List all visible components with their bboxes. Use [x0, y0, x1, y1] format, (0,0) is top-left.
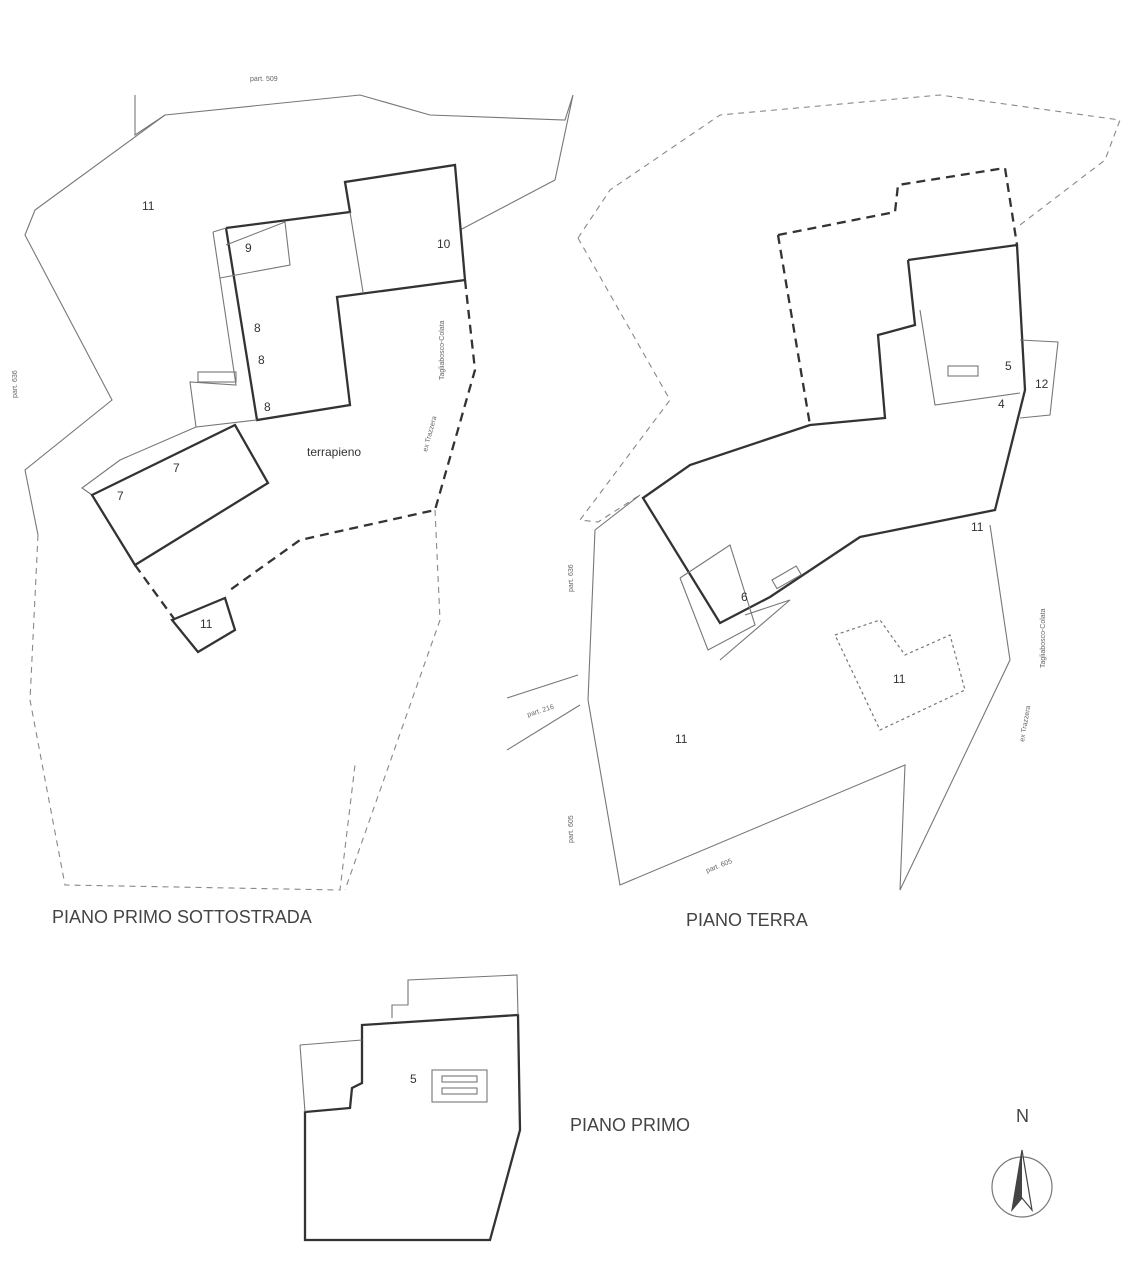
room-12 [1019, 339, 1059, 419]
label-room-4: 4 [998, 397, 1005, 411]
parcel-label: part. 605 [705, 858, 733, 875]
label-room-12: 12 [1035, 377, 1049, 391]
room-9 [219, 221, 291, 279]
label-room-11: 11 [971, 520, 984, 534]
label-area-11: 11 [893, 672, 906, 686]
label-room-7: 7 [117, 489, 124, 503]
stair [431, 1069, 488, 1103]
label-room-5: 5 [410, 1072, 417, 1086]
label-room-9: 9 [245, 241, 252, 255]
road-label: ex Trazzera [1019, 705, 1032, 742]
terrapieno-boundary [229, 279, 477, 591]
plan-title-first: PIANO PRIMO [570, 1115, 690, 1135]
label-room-8: 8 [264, 400, 271, 414]
label-room-10: 10 [437, 237, 451, 251]
label-room-6: 6 [741, 590, 748, 604]
plan-first: 5 PIANO PRIMO [299, 974, 690, 1242]
building-outline [303, 1013, 522, 1242]
label-area-11: 11 [675, 732, 688, 746]
label-room-8: 8 [258, 353, 265, 367]
room-6 [679, 544, 756, 651]
label-terrapieno: terrapieno [307, 445, 361, 459]
parcel-label: part. 605 [568, 815, 575, 843]
plan-basement: 11 9 10 8 8 8 7 7 11 terrapieno PIANO PR… [24, 94, 574, 927]
building-lower-block [90, 423, 270, 567]
plan-title-ground: PIANO TERRA [686, 910, 808, 930]
road-label: ex Trazzera [422, 415, 438, 452]
parcel-label: part. 509 [250, 76, 278, 83]
label-room-8: 8 [254, 321, 261, 335]
road-label: Tagliabosco-Colata [439, 320, 446, 380]
label-area-11: 11 [142, 199, 155, 213]
north-arrow-icon: N [991, 1106, 1053, 1218]
compass-label: N [1016, 1106, 1029, 1126]
building-outline [641, 243, 1027, 625]
label-room-7: 7 [173, 461, 180, 475]
label-room-5: 5 [1005, 359, 1012, 373]
parcel-label: part. 636 [12, 370, 19, 398]
parcel-label: part. 216 [526, 704, 555, 719]
plan-title-basement: PIANO PRIMO SOTTOSTRADA [52, 907, 312, 927]
building-outline [224, 163, 467, 422]
area-11-dotted [834, 619, 966, 731]
lot-boundary-west [24, 114, 166, 536]
lot-boundary [134, 94, 574, 231]
road-label: Tagliabosco-Colata [1040, 608, 1047, 668]
building-outline-dashed [777, 166, 1019, 246]
label-room-11: 11 [200, 617, 213, 631]
room-11-box [170, 596, 237, 654]
plan-ground: 5 12 4 11 6 11 11 PIANO TERRA [506, 94, 1121, 930]
parcel-label: part. 636 [568, 564, 575, 592]
